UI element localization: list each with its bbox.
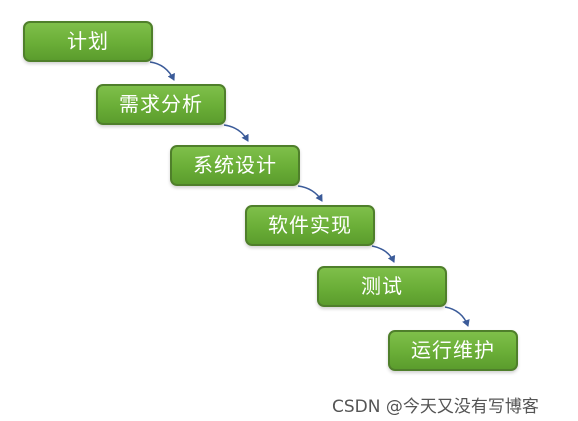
- step-label: 软件实现: [268, 213, 352, 237]
- arrow-3: [297, 185, 323, 202]
- arrow-1: [149, 61, 175, 81]
- step-label: 运行维护: [411, 338, 495, 362]
- step-label: 计划: [67, 29, 109, 53]
- arrow-2: [223, 124, 249, 142]
- watermark: CSDN @今天又没有写博客: [332, 397, 539, 417]
- arrow-5: [444, 306, 470, 327]
- step-label: 测试: [361, 274, 403, 298]
- step-label: 系统设计: [193, 153, 277, 177]
- step-plan: 计划: [23, 21, 153, 62]
- arrow-4: [371, 245, 396, 263]
- step-label: 需求分析: [119, 92, 203, 116]
- step-testing: 测试: [317, 266, 447, 307]
- step-maintenance: 运行维护: [388, 330, 518, 371]
- step-system-design: 系统设计: [170, 145, 300, 186]
- step-requirements-analysis: 需求分析: [96, 84, 226, 125]
- step-implementation: 软件实现: [245, 205, 375, 246]
